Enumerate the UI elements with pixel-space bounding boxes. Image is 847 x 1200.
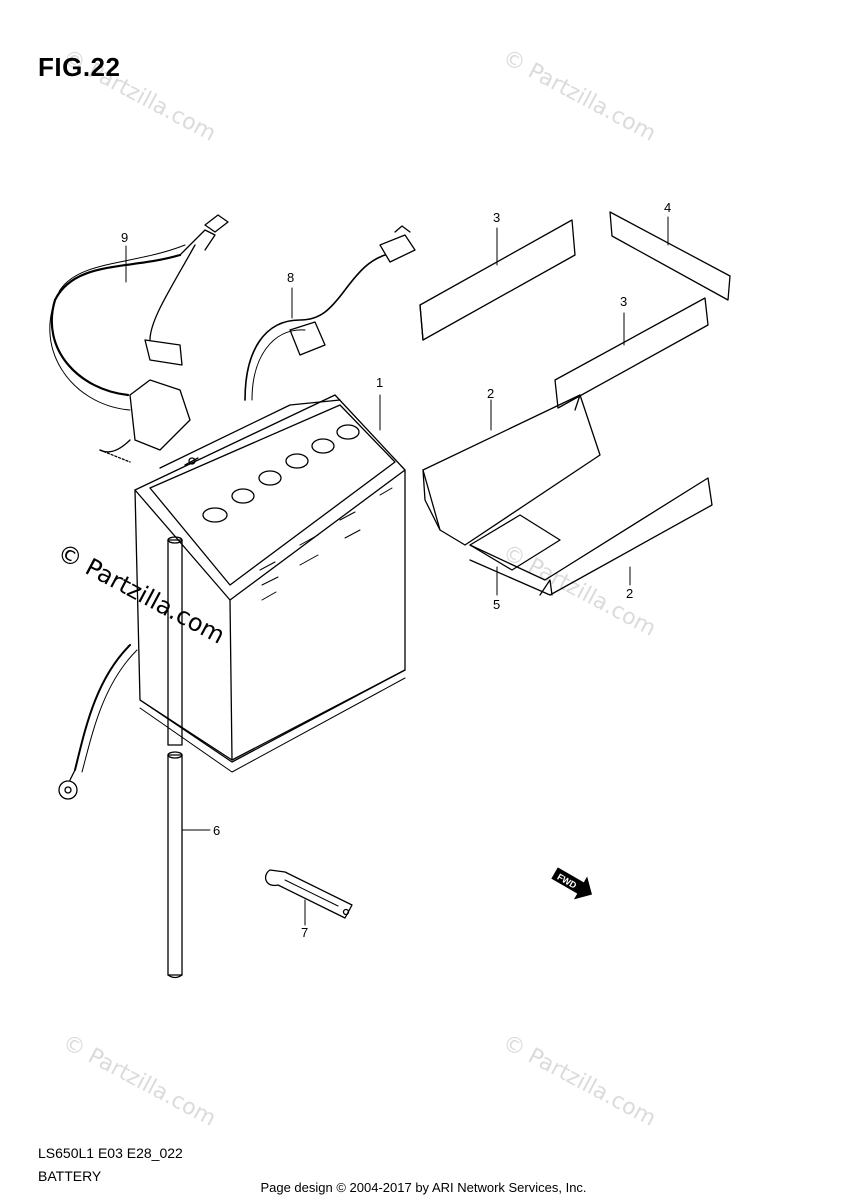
pad-3-lower-part <box>554 297 709 409</box>
pad-3-upper-part <box>419 219 576 341</box>
pad-4-part <box>609 211 731 301</box>
tray-part <box>469 514 561 571</box>
negative-cable-part <box>58 644 138 800</box>
callout-6: 6 <box>213 823 220 838</box>
figure-title: FIG.22 <box>38 52 121 82</box>
callout-3-lower: 3 <box>620 294 627 309</box>
battery-part <box>134 394 406 773</box>
callout-5: 5 <box>493 597 500 612</box>
vent-tube-part <box>167 536 183 979</box>
section-name: BATTERY <box>38 1168 102 1184</box>
callout-4: 4 <box>664 200 671 215</box>
callout-8: 8 <box>287 270 294 285</box>
battery-holder-part <box>422 394 713 596</box>
band-part <box>264 869 353 919</box>
callout-3-upper: 3 <box>493 210 500 225</box>
callout-7: 7 <box>301 925 308 940</box>
page-footer: Page design © 2004-2017 by ARI Network S… <box>260 1180 587 1195</box>
model-code: LS650L1 E03 E28_022 <box>38 1145 183 1161</box>
fwd-arrow-icon: FWD <box>551 867 592 900</box>
callout-2-lower: 2 <box>626 586 633 601</box>
callout-2-upper: 2 <box>487 386 494 401</box>
lead-wire-part <box>244 225 416 401</box>
positive-cable-part <box>49 214 229 463</box>
callout-1: 1 <box>376 375 383 390</box>
callout-9: 9 <box>121 230 128 245</box>
